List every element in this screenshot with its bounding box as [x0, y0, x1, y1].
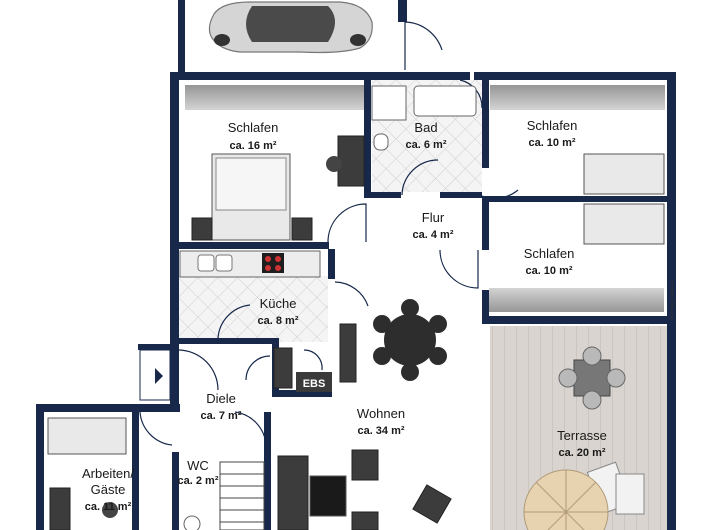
room-schlafen-e: Schlafen ca. 10 m²	[524, 246, 575, 277]
staircase	[219, 461, 265, 530]
sofa-set	[277, 449, 452, 530]
wardrobe	[273, 347, 293, 389]
dining-table	[373, 299, 447, 381]
svg-text:Arbeiten/: Arbeiten/	[82, 466, 134, 481]
room-kueche: Küche ca. 8 m²	[258, 296, 299, 327]
svg-text:ca. 7 m²: ca. 7 m²	[201, 410, 242, 422]
room-arbeiten: Arbeiten/ Gäste ca. 11 m²	[82, 466, 134, 513]
sideboard	[339, 323, 357, 383]
room-wc: WC ca. 2 m²	[178, 458, 219, 487]
room-diele: Diele ca. 7 m²	[201, 391, 242, 422]
svg-text:ca. 10 m²: ca. 10 m²	[525, 265, 572, 277]
car-icon	[208, 1, 373, 54]
svg-text:ca. 6 m²: ca. 6 m²	[406, 139, 447, 151]
wc-toilet	[183, 515, 201, 530]
doors	[139, 79, 519, 446]
desk	[49, 487, 71, 530]
svg-text:ca. 11 m²: ca. 11 m²	[85, 501, 132, 513]
svg-text:Bad: Bad	[414, 120, 437, 135]
room-wohnen: Wohnen ca. 34 m²	[357, 406, 405, 437]
svg-text:WC: WC	[187, 458, 209, 473]
parasol	[523, 469, 609, 530]
kitchen-counter	[179, 250, 321, 278]
svg-text:Schlafen: Schlafen	[527, 118, 578, 133]
svg-text:Flur: Flur	[422, 210, 445, 225]
room-schlafen-16: Schlafen ca. 16 m²	[228, 120, 279, 152]
room-bad: Bad ca. 6 m²	[406, 120, 447, 151]
double-bed	[191, 153, 313, 241]
terrace-loungers	[586, 461, 645, 515]
room-terrasse: Terrasse ca. 20 m²	[557, 428, 607, 459]
room-flur: Flur ca. 4 m²	[413, 210, 454, 241]
svg-text:ca. 16 m²: ca. 16 m²	[229, 140, 276, 152]
single-bed-ne	[583, 153, 665, 195]
svg-text:ca. 10 m²: ca. 10 m²	[528, 137, 575, 149]
garage-area	[178, 0, 443, 72]
office-chair	[102, 502, 118, 518]
svg-text:ca. 20 m²: ca. 20 m²	[558, 447, 605, 459]
svg-text:Terrasse: Terrasse	[557, 428, 607, 443]
room-schlafen-ne: Schlafen ca. 10 m²	[527, 118, 578, 149]
bathroom-fixtures	[371, 85, 477, 151]
svg-text:Wohnen: Wohnen	[357, 406, 405, 421]
walls	[36, 72, 676, 530]
ebs-cabinet: EBS	[296, 372, 332, 392]
svg-text:Schlafen: Schlafen	[228, 120, 279, 135]
terrace-table	[558, 346, 626, 410]
entrance-arrow-icon[interactable]	[139, 349, 171, 401]
svg-text:Küche: Küche	[260, 296, 297, 311]
svg-text:ca. 34 m²: ca. 34 m²	[357, 425, 404, 437]
guest-bed	[47, 417, 127, 455]
svg-text:ca. 4 m²: ca. 4 m²	[413, 229, 454, 241]
svg-text:ca. 8 m²: ca. 8 m²	[258, 315, 299, 327]
watermark-text: Immogrundriss	[670, 280, 676, 320]
single-bed-e	[583, 203, 665, 245]
svg-text:Schlafen: Schlafen	[524, 246, 575, 261]
svg-text:Gäste: Gäste	[91, 482, 126, 497]
desk-chair	[326, 135, 365, 187]
svg-text:ca. 2 m²: ca. 2 m²	[178, 475, 219, 487]
ebs-label: EBS	[303, 378, 326, 390]
svg-text:Diele: Diele	[206, 391, 236, 406]
